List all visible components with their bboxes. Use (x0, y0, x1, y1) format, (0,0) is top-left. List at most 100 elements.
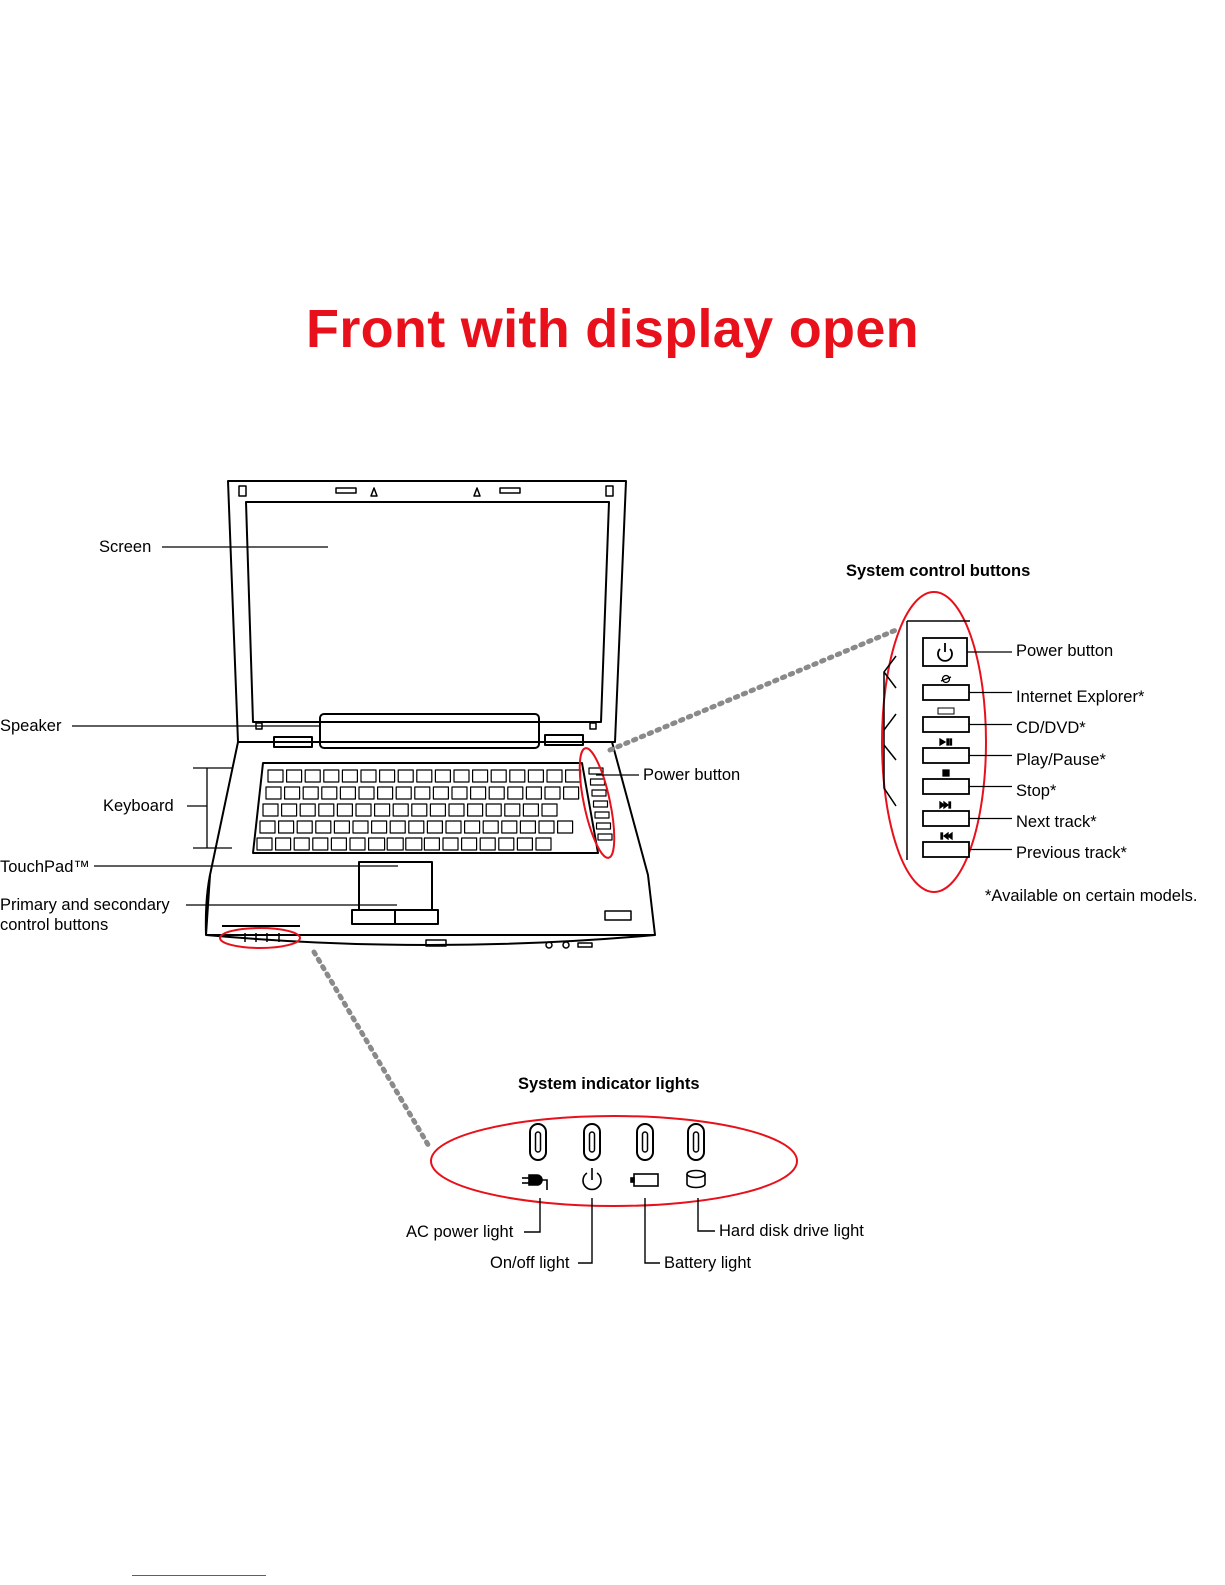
keyboard-key (453, 769, 470, 783)
keyboard-key (405, 837, 423, 851)
stop-control-button (922, 769, 1012, 795)
keyboard-key (379, 769, 396, 783)
indicator-light-4 (686, 1123, 706, 1189)
indicator-light-1 (522, 1123, 548, 1190)
stop-icon (942, 769, 950, 777)
keyboard-area (252, 762, 599, 854)
play-pause-icon (939, 737, 953, 747)
power-icon (582, 1168, 602, 1191)
keyboard-key (377, 786, 394, 800)
light-leader-lines (524, 1198, 715, 1264)
control-button-body (922, 747, 970, 764)
control-buttons-detail-ellipse (881, 591, 987, 893)
keyboard-key (349, 837, 366, 851)
keyboard-key (429, 803, 446, 817)
light-lens-inner (692, 1131, 700, 1153)
globe-icon (940, 674, 952, 684)
light-lens (687, 1123, 705, 1161)
keyboard-key (414, 786, 431, 800)
keyboard-key (395, 786, 412, 800)
keyboard-key (434, 769, 451, 783)
next-track-icon (939, 800, 952, 810)
control-detail (883, 620, 970, 860)
ac-plug-icon (522, 1174, 548, 1190)
control-button-body (922, 684, 970, 701)
keyboard-key (352, 820, 369, 834)
keyboard-key (525, 786, 543, 800)
control-buttons-strip (588, 767, 613, 841)
light-lens-inner (534, 1131, 542, 1153)
footer-link-underline (132, 1575, 266, 1576)
control-label-next: Next track* (1016, 813, 1097, 831)
keyboard-key (541, 803, 558, 817)
control-button-body (922, 716, 970, 733)
label-power-button: Power button (643, 766, 741, 784)
indicator-lights-detail-ellipse (430, 1115, 798, 1207)
keyboard-key (416, 769, 433, 783)
keyboard-key (501, 820, 518, 834)
front-lights (244, 933, 280, 942)
light-label-hdd: Hard disk drive light (719, 1222, 864, 1240)
keyboard-key (472, 769, 489, 783)
control-button-body (922, 810, 970, 827)
keyboard-key (304, 769, 321, 783)
battery-icon (630, 1173, 659, 1187)
keyboard-key (389, 820, 406, 834)
indicator-lights-callout (219, 927, 301, 949)
light-lens (636, 1123, 654, 1161)
label-touchpad: TouchPad™ (0, 858, 90, 876)
control-button-body (922, 778, 970, 795)
keyboard-key (445, 820, 462, 834)
keyboard-key (267, 769, 284, 783)
keyboard-key (519, 820, 537, 834)
keyboard-key (262, 803, 279, 817)
keyboard-key (336, 803, 353, 817)
light-lens (529, 1123, 547, 1161)
badge-slot (604, 910, 632, 921)
keyboard-key (358, 786, 375, 800)
light-label-onoff: On/off light (490, 1254, 570, 1272)
keyboard-key (411, 803, 428, 817)
keyboard-key (498, 837, 515, 851)
label-keyboard: Keyboard (103, 797, 174, 815)
indicator-light-3 (630, 1123, 659, 1187)
light-lens-inner (641, 1131, 649, 1153)
keyboard-key (564, 769, 582, 783)
control-label-stop: Stop* (1016, 782, 1057, 800)
control-buttons-callout (578, 747, 616, 859)
keyboard-key (256, 837, 273, 851)
laptop-base (204, 741, 656, 949)
previous-track-icon (940, 831, 953, 841)
keyboard-key (544, 786, 561, 800)
keyboard-key (516, 837, 534, 851)
keyboard-key (397, 769, 414, 783)
keyboard-key (299, 803, 316, 817)
keyboard-key (323, 769, 340, 783)
previous-track-control-button (922, 831, 1012, 858)
label-speaker: Speaker (0, 717, 62, 735)
keyboard-key (467, 803, 484, 817)
keyboard-key (485, 803, 502, 817)
indicator-light-2 (582, 1123, 602, 1191)
keyboard-key (538, 820, 555, 834)
keyboard-key (490, 769, 507, 783)
indicator-heading: System indicator lights (518, 1075, 700, 1093)
keyboard-key (330, 837, 347, 851)
keyboard-key (509, 769, 526, 783)
play-pause-control-button (922, 737, 1012, 764)
control-zoom-connector (607, 627, 899, 753)
keyboard-key (360, 769, 377, 783)
keyboard-key (546, 769, 563, 783)
keyboard-key (281, 803, 298, 817)
next-track-control-button (922, 800, 1012, 827)
touchpad (351, 861, 439, 925)
keyboard-key (286, 769, 303, 783)
disc-control-button (922, 707, 1012, 733)
keyboard-key (442, 837, 459, 851)
keyboard-key (293, 837, 310, 851)
label-screen: Screen (99, 538, 152, 556)
keyboard-key (408, 820, 425, 834)
keyboard-key (341, 769, 358, 783)
keyboard-key (339, 786, 356, 800)
keyboard-key (355, 803, 372, 817)
